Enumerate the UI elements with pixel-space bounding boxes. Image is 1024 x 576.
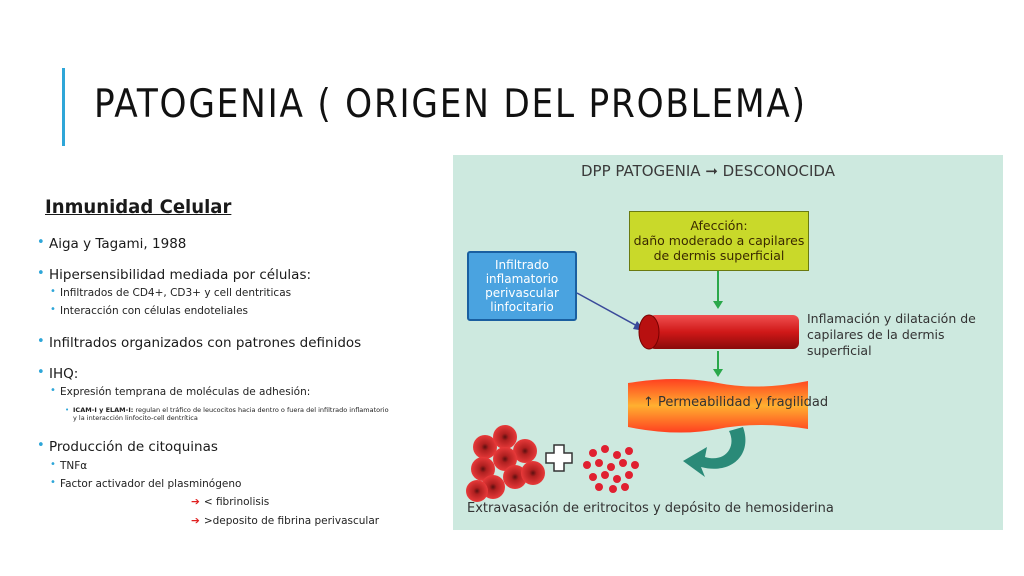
green-arrowhead-2: [713, 369, 723, 377]
adhesion-molecules: ICAM-I y ELAM-I:: [73, 406, 134, 414]
title-accent-bar: [62, 68, 65, 146]
arrow-line-1: ➔< fibrinolisis: [191, 496, 269, 508]
arrow-line-1-text: < fibrinolisis: [203, 496, 270, 508]
right-arrow-icon: ➔: [191, 515, 200, 527]
bullet-2: Hipersensibilidad mediada por células:: [37, 266, 311, 283]
bullet-1: Aiga y Tagami, 1988: [37, 235, 186, 252]
affection-line-1: Afección:: [690, 218, 748, 233]
vessel-end: [638, 314, 660, 350]
slide-title: PATOGENIA ( ORIGEN DEL PROBLEMA): [94, 82, 807, 127]
affection-line-2: daño moderado a capilares: [633, 233, 805, 248]
sub-bullet-2-2: Interacción con células endoteliales: [50, 304, 248, 317]
pathogenesis-diagram: DPP PATOGENIA ➞ DESCONOCIDA Afección: da…: [453, 155, 1003, 530]
permeability-band: [628, 379, 808, 433]
bullet-4: IHQ:: [37, 365, 78, 382]
plus-icon: [545, 444, 573, 472]
inflammation-label: Inflamación y dilatación de capilares de…: [807, 311, 1007, 359]
inflammation-line-2: capilares de la dermis superficial: [807, 327, 945, 358]
infiltrate-line-4: linfocitario: [490, 300, 554, 314]
sub-bullet-4-1: Expresión temprana de moléculas de adhes…: [50, 385, 310, 398]
adhesion-description: regulan el tráfico de leucocitos hacia d…: [73, 406, 389, 422]
blue-arrow: [576, 292, 640, 328]
erythrocyte-cluster: [466, 425, 545, 502]
bullet-3: Infiltrados organizados con patrones def…: [37, 334, 361, 351]
green-arrowhead-1: [713, 301, 723, 309]
sub-bullet-2-1: Infiltrados de CD4+, CD3+ y cell dentrit…: [50, 286, 291, 299]
section-heading: Inmunidad Celular: [45, 196, 232, 218]
diagram-graphics: [466, 271, 808, 502]
sub-bullet-5-1: TNFα: [50, 459, 87, 472]
diagram-title: DPP PATOGENIA ➞ DESCONOCIDA: [581, 162, 835, 180]
curved-arrow-icon: [683, 427, 746, 477]
blood-vessel: [649, 315, 799, 349]
infiltrate-line-2: inflamatorio: [485, 272, 559, 286]
bullet-5: Producción de citoquinas: [37, 438, 218, 455]
extravasation-label: Extravasación de eritrocitos y depósito …: [467, 501, 834, 516]
affection-line-3: de dermis superficial: [653, 248, 785, 263]
permeability-label: ↑ Permeabilidad y fragilidad: [643, 395, 829, 410]
affection-box: Afección: daño moderado a capilares de d…: [629, 211, 809, 271]
infiltrate-box: Infiltrado inflamatorio perivascular lin…: [467, 251, 577, 321]
arrow-line-2: ➔>deposito de fibrina perivascular: [191, 515, 379, 527]
sub-sub-bullet-4-1: ICAM-I y ELAM-I: regulan el tráfico de l…: [65, 406, 393, 422]
hemosiderin-deposits: [583, 445, 639, 493]
inflammation-line-1: Inflamación y dilatación de: [807, 311, 976, 326]
right-arrow-icon: ➔: [191, 496, 200, 508]
arrow-line-2-text: >deposito de fibrina perivascular: [203, 515, 380, 527]
sub-bullet-5-2: Factor activador del plasminógeno: [50, 477, 241, 490]
infiltrate-line-1: Infiltrado: [495, 258, 549, 272]
infiltrate-line-3: perivascular: [485, 286, 559, 300]
